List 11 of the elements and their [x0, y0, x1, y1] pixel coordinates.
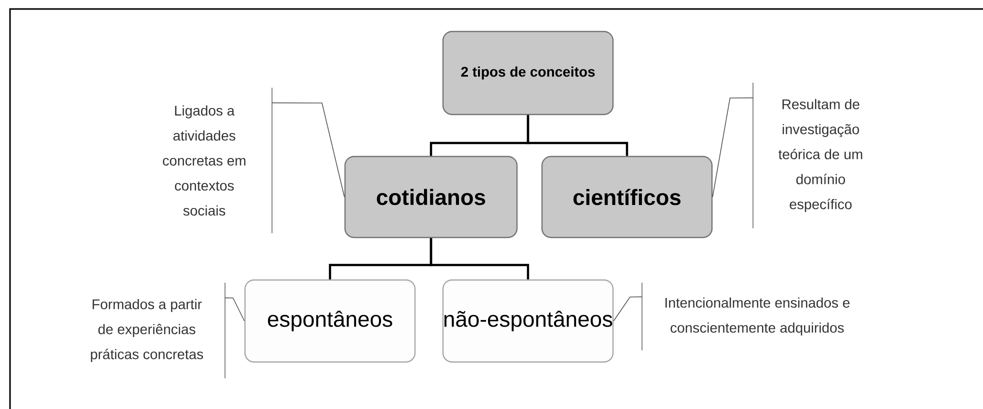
connector-line [526, 115, 628, 156]
concept-box: não-espontâneos [442, 279, 614, 363]
callout-text: Intencionalmente ensinados e conscientemente adquiridos [642, 282, 850, 351]
concept-box: científicos [541, 156, 713, 238]
callout-text: Ligados a atividades concretas em contextos sociais [162, 87, 272, 234]
callout-text: Formados a partir de experiências práticas concretas [90, 282, 226, 379]
concept-box: espontâneos [244, 279, 416, 363]
concept-box: cotidianos [344, 156, 518, 238]
callout-text: Resultam de investigação teórica de um domínio específico [752, 82, 862, 229]
concept-box: 2 tipos de conceitos [442, 30, 614, 116]
connector-line [430, 238, 530, 280]
